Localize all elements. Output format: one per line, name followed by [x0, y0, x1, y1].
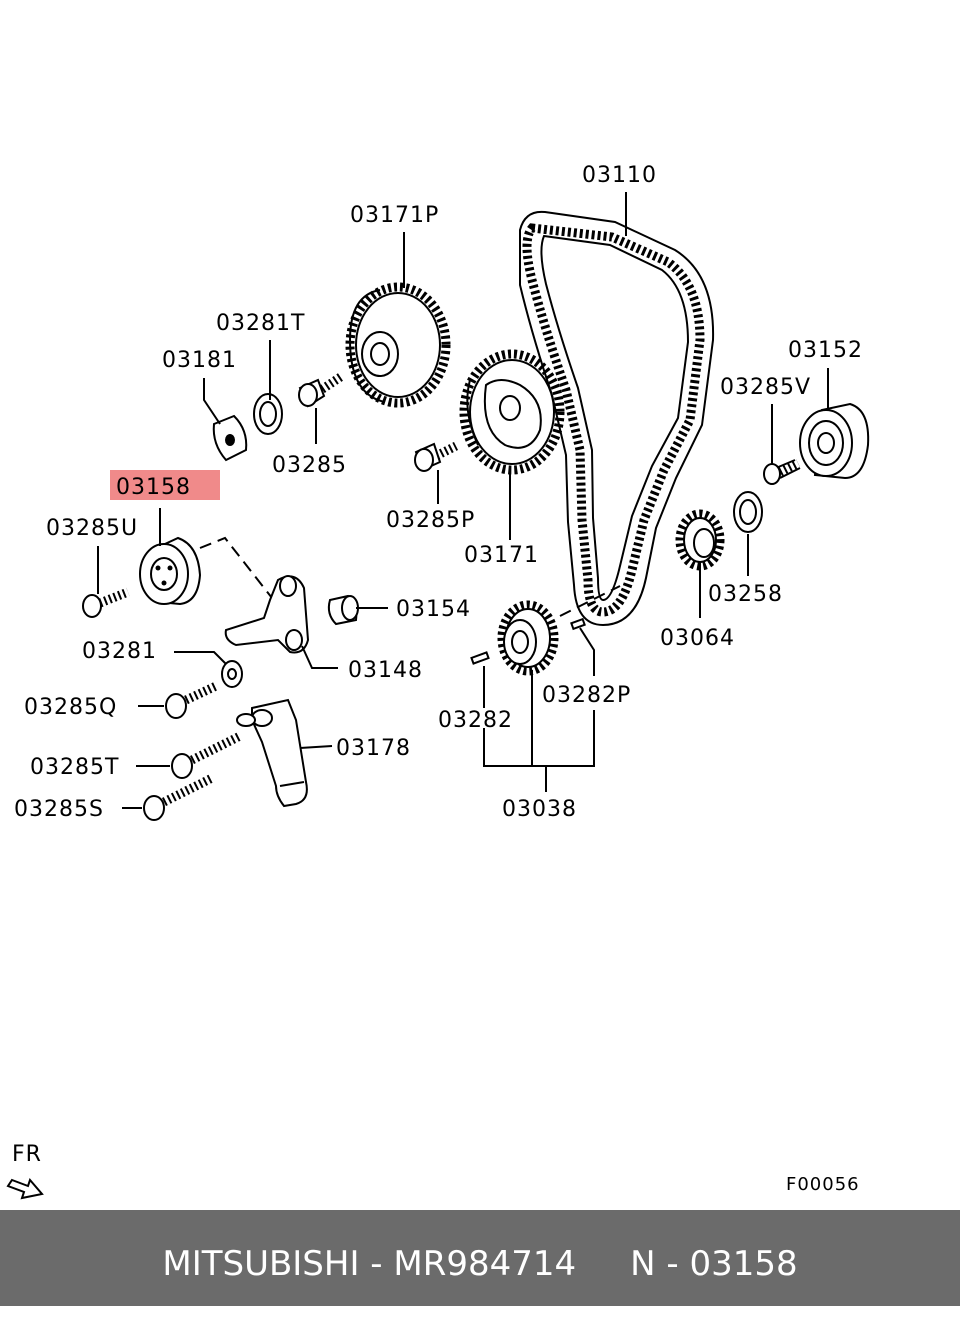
- label-03258[interactable]: 03258: [708, 582, 783, 607]
- label-03282P[interactable]: 03282P: [542, 683, 631, 708]
- footer-bar: MITSUBISHI - MR984714 N - 03158: [0, 1210, 960, 1306]
- bolt-03285Q: [165, 681, 218, 719]
- camshaft-sprocket-intake: [459, 349, 565, 475]
- camshaft-sprocket-exhaust: [345, 282, 451, 408]
- label-03171P[interactable]: 03171P: [350, 203, 439, 228]
- highlight-box: [110, 470, 220, 500]
- label-03038[interactable]: 03038: [502, 797, 577, 822]
- label-03154[interactable]: 03154: [396, 597, 471, 622]
- label-03281[interactable]: 03281: [82, 639, 157, 664]
- fr-label: FR: [12, 1142, 42, 1167]
- bolt-03285U: [82, 587, 130, 618]
- label-03281T[interactable]: 03281T: [216, 311, 305, 336]
- label-03285[interactable]: 03285: [272, 453, 347, 478]
- crankshaft-sprocket: [675, 509, 725, 571]
- key-03282: [470, 651, 490, 665]
- washer-03281: [221, 660, 243, 688]
- label-03171[interactable]: 03171: [464, 543, 539, 568]
- washer-03258: [733, 491, 763, 533]
- auto-tensioner: [236, 698, 308, 808]
- idler-pulley: [799, 402, 870, 480]
- label-03282[interactable]: 03282: [438, 708, 513, 733]
- washer-03281T: [253, 393, 283, 435]
- label-03110[interactable]: 03110: [582, 163, 657, 188]
- fr-arrow-icon: [6, 1178, 44, 1200]
- tensioner-pulley: [139, 536, 273, 606]
- parts-diagram: 03110 03171P 03281T 03181 03285 03152 03…: [6, 163, 870, 1200]
- label-03178[interactable]: 03178: [336, 736, 411, 761]
- label-03285T[interactable]: 03285T: [30, 755, 119, 780]
- footer-title: MITSUBISHI - MR984714 N - 03158: [162, 1244, 798, 1284]
- spacer-03154: [327, 594, 359, 626]
- label-03148[interactable]: 03148: [348, 658, 423, 683]
- label-03285V[interactable]: 03285V: [720, 375, 811, 400]
- crank-pulley: [497, 585, 621, 676]
- label-03285Q[interactable]: 03285Q: [24, 695, 117, 720]
- label-03064[interactable]: 03064: [660, 626, 735, 651]
- front-direction-indicator: FR: [6, 1142, 44, 1200]
- label-03158[interactable]: 03158: [116, 475, 191, 500]
- plate-03181: [212, 414, 248, 462]
- tensioner-arm: [224, 575, 310, 654]
- part-labels: 03110 03171P 03281T 03181 03285 03152 03…: [14, 163, 863, 822]
- label-03285U[interactable]: 03285U: [46, 516, 138, 541]
- bolt-03285P: [414, 441, 459, 472]
- label-03285P[interactable]: 03285P: [386, 508, 475, 533]
- figure-code: F00056: [786, 1174, 860, 1195]
- bolt-03285S: [143, 773, 215, 821]
- label-03285S[interactable]: 03285S: [14, 797, 104, 822]
- label-03152[interactable]: 03152: [788, 338, 863, 363]
- bolt-03285V: [763, 458, 801, 485]
- leader-lines: [97, 192, 829, 809]
- label-03181[interactable]: 03181: [162, 348, 237, 373]
- key-03282P: [570, 617, 586, 631]
- bolt-03285: [298, 372, 345, 408]
- bolt-03285T: [171, 731, 243, 779]
